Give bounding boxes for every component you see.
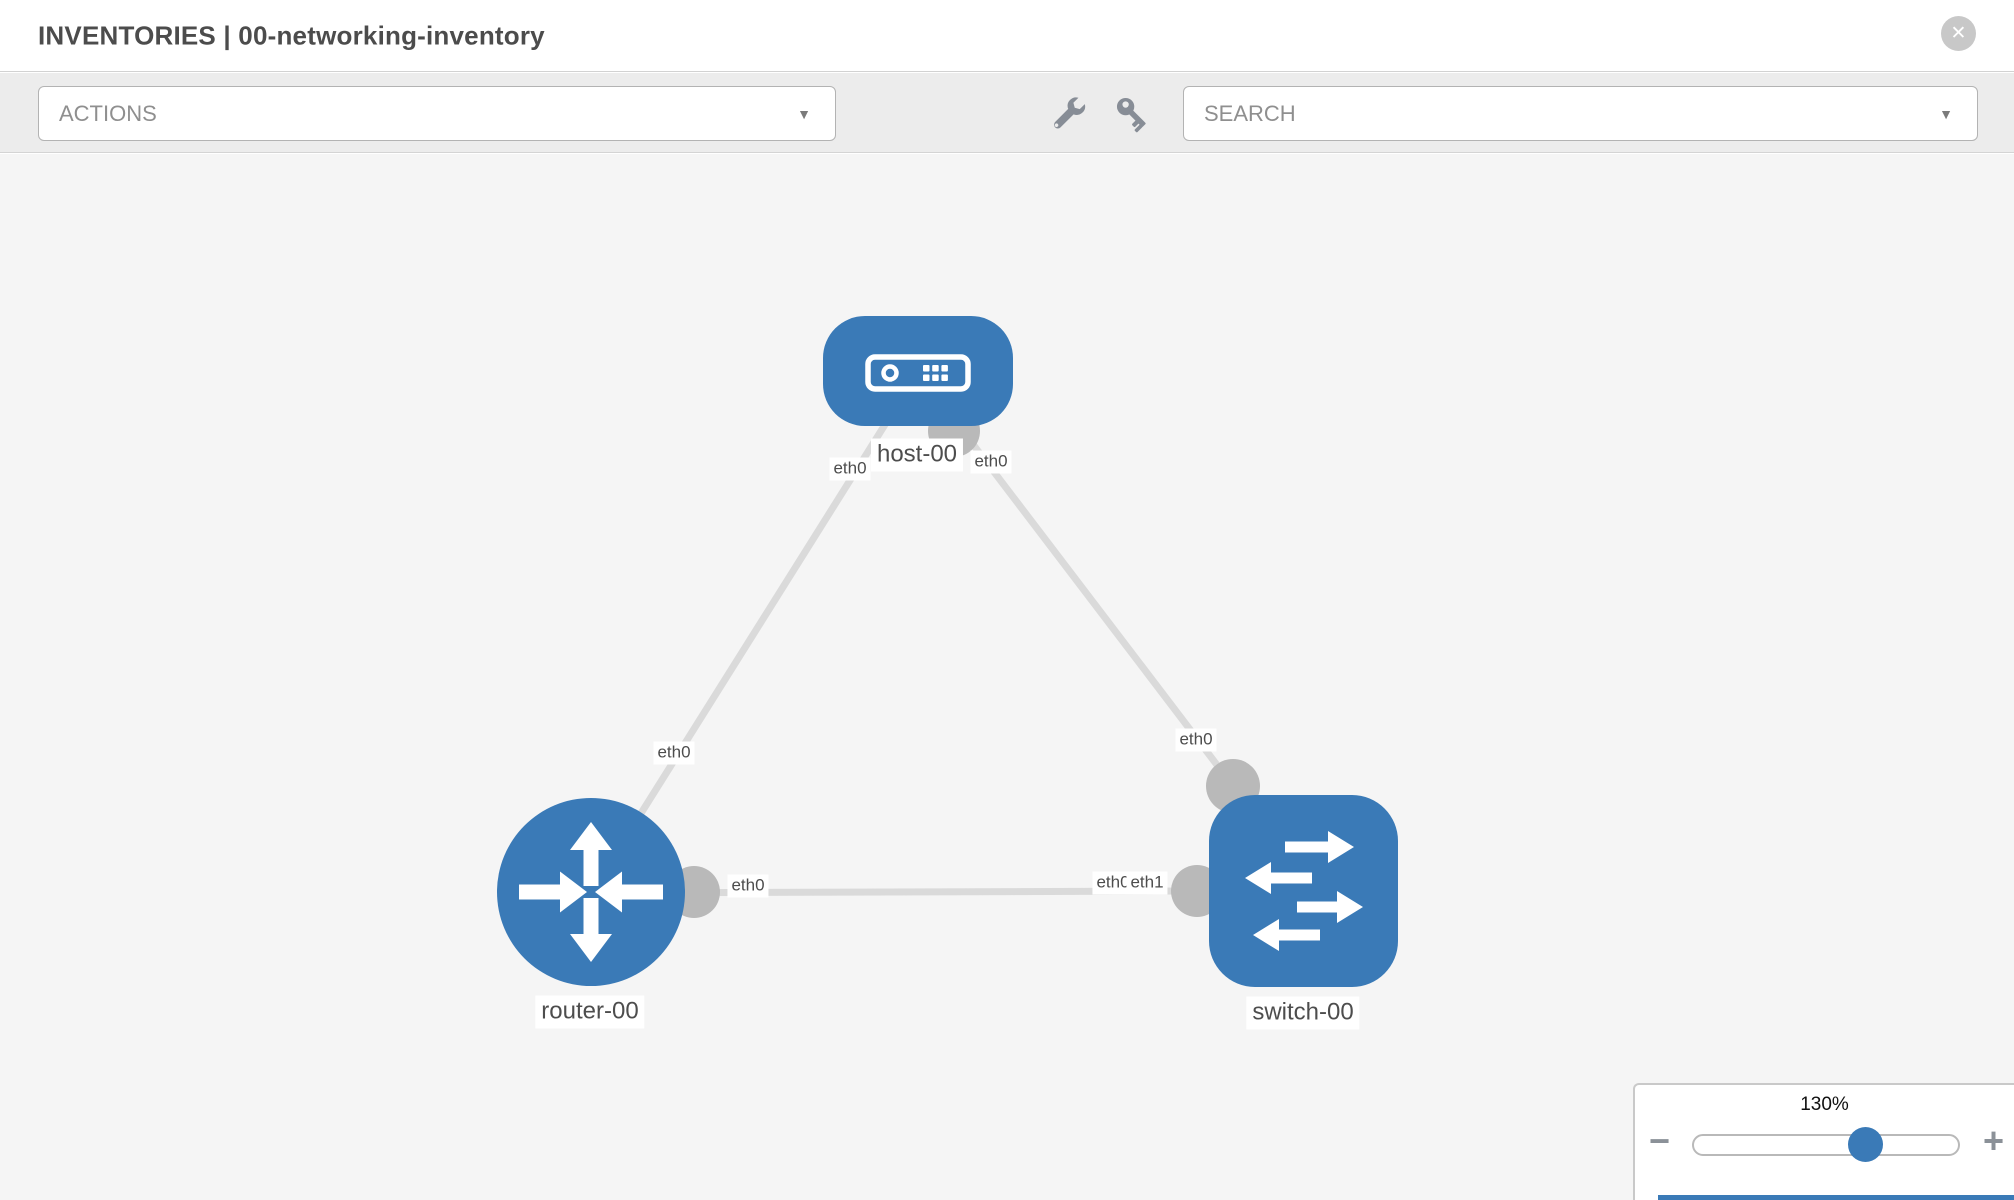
chevron-down-icon: ▼ [797,105,811,122]
zoom-value: 130% [1800,1094,1849,1115]
toolbar: ACTIONS ▼ SEARCH ▼ [0,73,2014,153]
node-label-router: router-00 [535,995,645,1029]
wrench-icon[interactable] [1049,95,1087,133]
iface-label-host-eth0-right: eth0 [970,450,1012,474]
page-title: INVENTORIES | 00-networking-inventory [38,20,545,50]
search-dropdown-label: SEARCH [1204,100,1296,126]
topology-links-layer [588,369,1260,918]
zoom-out-icon[interactable]: − [1649,1120,1671,1161]
node-label-switch: switch-00 [1246,996,1360,1030]
search-dropdown[interactable]: SEARCH ▼ [1183,86,1978,141]
node-label-host: host-00 [870,438,964,472]
switch-icon [1245,831,1363,951]
zoom-in-icon[interactable]: + [1983,1120,2005,1161]
close-icon[interactable]: ✕ [1941,16,1976,51]
iface-label-host-eth0-left: eth0 [829,457,871,481]
topology-canvas[interactable]: host-00 router-00 switch-00 eth0 eth0 et… [0,154,2014,1200]
bottom-accent-bar [1658,1195,2014,1200]
iface-label-switch-eth0-top: eth0 [1175,728,1217,752]
zoom-panel: 130% − + [1633,1083,2014,1200]
iface-label-router-eth0-right: eth0 [727,874,769,898]
actions-dropdown[interactable]: ACTIONS ▼ [38,86,836,141]
zoom-slider-track[interactable] [1692,1134,1960,1156]
node-host-00[interactable] [823,316,1013,426]
zoom-slider-thumb[interactable] [1848,1127,1883,1162]
chevron-down-icon: ▼ [1939,105,1953,122]
actions-dropdown-label: ACTIONS [59,100,157,126]
iface-label-switch-eth0-left: eth0 [1092,871,1134,895]
node-switch-00[interactable] [1209,795,1398,987]
key-icon[interactable] [1114,95,1152,133]
router-icon [519,822,663,962]
node-router-00[interactable] [497,798,685,986]
iface-label-router-eth0-uplink: eth0 [653,741,695,765]
breadcrumb-header: INVENTORIES | 00-networking-inventory ✕ [0,0,2014,72]
iface-label-switch-eth1-left: eth1 [1126,871,1168,895]
host-icon [865,354,971,392]
